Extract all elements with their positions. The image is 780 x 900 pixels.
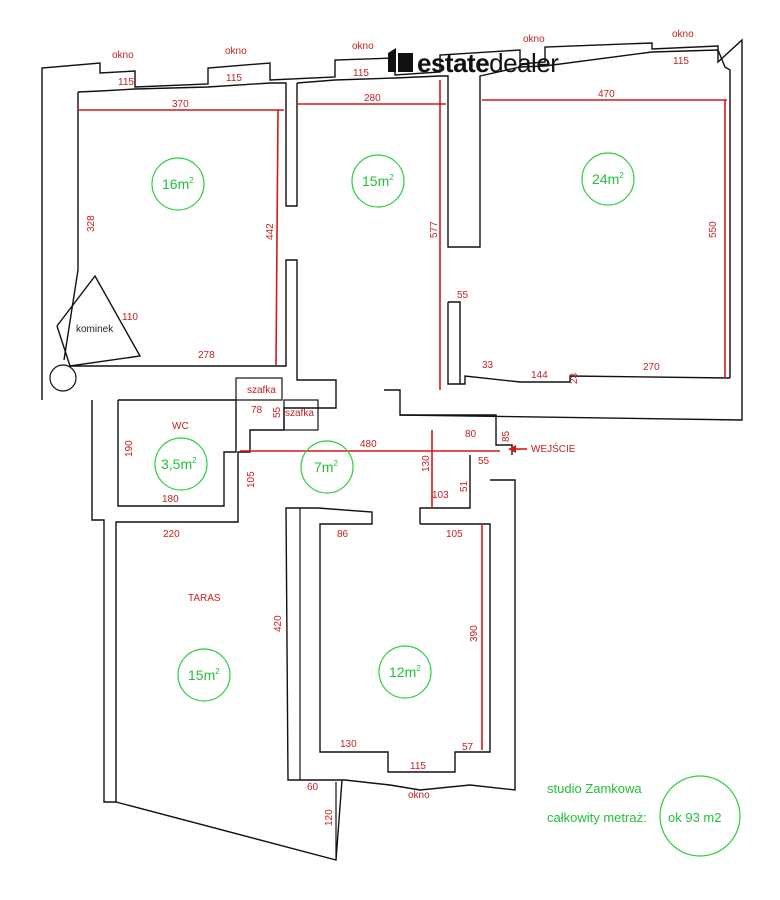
dimension-label: 130 [340, 739, 357, 750]
window-label: okno [408, 790, 430, 801]
studio-name: studio Zamkowa [547, 781, 642, 796]
dimension-label: 60 [307, 782, 319, 793]
dimension-label: 55 [457, 290, 469, 301]
window-width: 115 [353, 68, 369, 79]
wardrobe-2 [283, 399, 319, 431]
terrace-label: TARAS [188, 593, 221, 604]
dimension-label: 480 [360, 439, 377, 450]
dimension-label: 442 [265, 223, 276, 240]
wc-inner [117, 399, 237, 507]
fireplace-label: kominek [76, 324, 114, 335]
dimension-label: 105 [446, 529, 463, 540]
logo-mark-icon [388, 48, 396, 72]
dimension-label: 103 [432, 490, 449, 501]
dimension-label: 130 [421, 455, 432, 472]
outer-wall-top [41, 38, 743, 421]
dimension-label: 80 [465, 429, 477, 440]
dimension-label: 470 [598, 89, 615, 100]
entrance-wall [400, 414, 513, 455]
dimension-label: 370 [172, 99, 189, 110]
dimension-label: 577 [429, 221, 440, 238]
dimension-label: 85 [501, 430, 512, 442]
dimension-label: 55 [272, 406, 283, 418]
logo-mark-icon [398, 53, 413, 72]
svg-text:12m2: 12m2 [389, 664, 421, 680]
total-area-badge [659, 775, 741, 857]
dimension-label: 390 [469, 625, 480, 642]
room1-wall-bottom [70, 259, 337, 430]
window-label: okno [225, 46, 247, 57]
room4-outer-right [285, 479, 516, 791]
dimension-label: 105 [246, 471, 257, 488]
svg-text:7m2: 7m2 [314, 459, 338, 475]
area-badge-room3: 24m2 [581, 152, 635, 206]
room3-wall-bottom [447, 302, 731, 385]
wardrobe-label: szafka [285, 408, 314, 419]
room2-wall-top [296, 49, 731, 378]
room4-walls [317, 507, 491, 773]
room1-wall-left [63, 92, 79, 361]
dimension-label: 57 [462, 742, 474, 753]
svg-text:3,5m2: 3,5m2 [161, 456, 197, 472]
dimension-label: 110 [122, 312, 138, 323]
svg-text:15m2: 15m2 [362, 173, 394, 189]
total-area-value: ok 93 m2 [668, 810, 721, 825]
total-area-label: całkowity metraż: [547, 810, 647, 825]
chimney-circle [49, 364, 77, 392]
wardrobe-1 [235, 377, 283, 401]
window-label: okno [112, 50, 134, 61]
logo-text: estatedealer [417, 48, 559, 78]
dimension-label: 51 [459, 480, 470, 492]
area-badge-room4: 12m2 [378, 645, 432, 699]
dimension-label: 78 [251, 405, 263, 416]
wardrobe-label: szafka [247, 385, 276, 396]
svg-text:15m2: 15m2 [188, 667, 220, 683]
dimension-label: 144 [531, 370, 548, 381]
area-badge-terrace: 15m2 [177, 648, 231, 702]
wc-walls [91, 400, 284, 803]
room3-inner-pillar [448, 301, 461, 384]
window-label: okno [523, 34, 545, 45]
dimension-label: 55 [478, 456, 490, 467]
dimension-label: 120 [324, 809, 335, 826]
dimension-label: 190 [124, 440, 135, 457]
dimension-label: 270 [643, 362, 660, 373]
window-width: 115 [226, 73, 242, 84]
entrance-arrow-icon [508, 445, 516, 453]
walls [41, 38, 743, 861]
dimension-label: 220 [163, 529, 180, 540]
svg-text:16m2: 16m2 [162, 176, 194, 192]
window-label: okno [352, 41, 374, 52]
dimension-label: 278 [198, 350, 215, 361]
dimension-label: 550 [708, 221, 719, 238]
window-width: 115 [673, 56, 689, 67]
entrance-marker: WEJŚCIE [508, 442, 576, 455]
dimension-label: 420 [273, 615, 284, 632]
area-badge-room2: 15m2 [351, 154, 405, 208]
dimension-label: 180 [162, 494, 179, 505]
room1-wall-top [77, 82, 298, 207]
logo: estatedealer [388, 48, 560, 78]
window-width: 115 [118, 77, 134, 88]
area-badge-hall: 7m2 [300, 440, 354, 494]
dimension-lines [78, 80, 727, 750]
corridor-right-wall [419, 455, 471, 524]
entrance-label: WEJŚCIE [531, 442, 576, 455]
dimension-label: 23 [569, 372, 580, 384]
window-label: okno [672, 29, 694, 40]
dimension-label: 328 [86, 215, 97, 232]
fireplace [56, 274, 142, 367]
dimension-label: 86 [337, 529, 349, 540]
wc-label: WC [172, 421, 189, 432]
area-badge-wc: 3,5m2 [154, 437, 208, 491]
dimension-label: 33 [482, 360, 494, 371]
dimension-label: 115 [410, 761, 426, 772]
area-badge-room1: 16m2 [151, 157, 205, 211]
svg-text:24m2: 24m2 [592, 171, 624, 187]
dimension-label: 280 [364, 93, 381, 104]
